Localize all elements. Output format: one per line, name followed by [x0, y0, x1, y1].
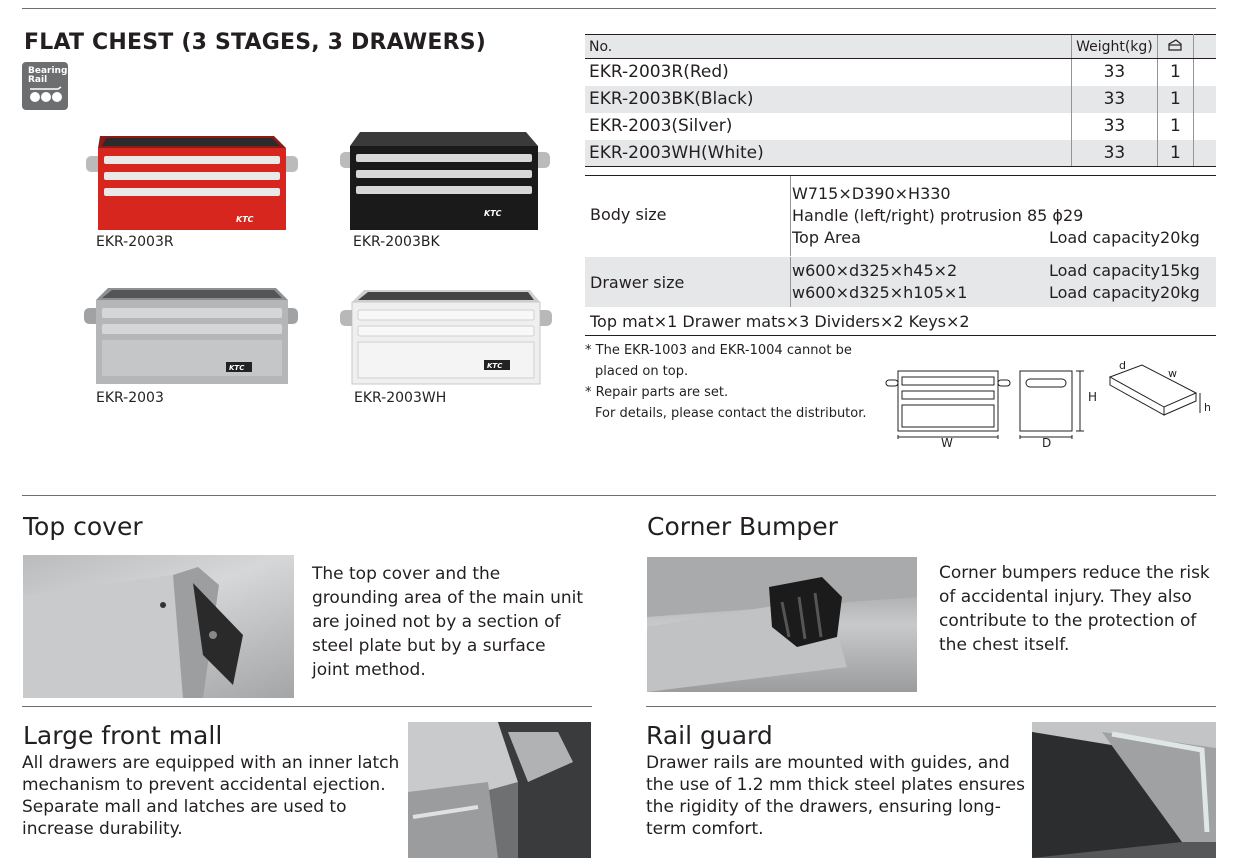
row-qty: 1 — [1156, 139, 1194, 167]
product-white: KTC — [340, 288, 552, 386]
section-rule-left — [22, 706, 592, 707]
bearing-rail-icon — [30, 86, 62, 102]
row-qty: 1 — [1156, 112, 1194, 140]
drawer-size-line2a: w600×d325×h105×1 — [792, 283, 968, 302]
section-rule — [22, 495, 1216, 496]
front-mall-photo — [408, 722, 591, 858]
qty-icon — [1168, 38, 1183, 51]
spec-table: No. Weight(kg) EKR-2003R(Red) 33 1 EKR-2… — [585, 34, 1216, 167]
product-red: KTC — [86, 128, 298, 236]
body-size-label: Body size — [590, 205, 667, 224]
row-weight: 33 — [1070, 58, 1158, 86]
drawer-size-row: Drawer size w600×d325×h45×2 Load capacit… — [585, 257, 1216, 307]
drawer-size-line1b: Load capacity15kg — [1049, 261, 1200, 280]
rail-guard-title: Rail guard — [646, 721, 773, 750]
note-line: * Repair parts are set. — [585, 385, 729, 400]
product-white-label: EKR-2003WH — [354, 390, 447, 406]
page-title: FLAT CHEST (3 STAGES, 3 DRAWERS) — [24, 30, 487, 55]
accessories-text: Top mat×1 Drawer mats×3 Dividers×2 Keys×… — [590, 312, 970, 331]
body-size-line3a: Top Area — [792, 228, 861, 247]
note-line: * The EKR-1003 and EKR-1004 cannot be — [585, 343, 852, 358]
dim-D-label: D — [1042, 436, 1051, 450]
chest-red-image: KTC — [86, 136, 298, 230]
dim-H-label: H — [1088, 390, 1097, 404]
body-size-line2: Handle (left/right) protrusion 85 ϕ29 — [792, 206, 1084, 225]
product-silver: KTC — [84, 286, 298, 386]
corner-bumper-photo — [647, 557, 917, 692]
drawer-size-line1a: w600×d325×h45×2 — [792, 261, 958, 280]
rail-guard-text: Drawer rails are mounted with guides, an… — [646, 753, 1025, 839]
body-size-line1: W715×D390×H330 — [792, 184, 951, 203]
corner-bumper-text: Corner bumpers reduce the risk of accide… — [939, 563, 1210, 655]
row-qty: 1 — [1156, 85, 1194, 113]
table-row: EKR-2003R(Red) 33 1 — [585, 58, 1216, 86]
row-weight: 33 — [1070, 112, 1158, 140]
chest-white-image: KTC — [340, 290, 552, 385]
top-cover-text: The top cover and the grounding area of … — [312, 564, 584, 680]
svg-text:KTC: KTC — [487, 362, 503, 370]
row-no: EKR-2003WH(White) — [585, 139, 1072, 167]
badge-line2: Rail — [28, 75, 48, 85]
dim-d-label: d — [1119, 359, 1126, 372]
front-view-diagram — [885, 370, 1011, 439]
top-cover-photo — [23, 555, 294, 698]
badge-line1: Bearing — [28, 66, 68, 76]
front-mall-text: All drawers are equipped with an inner l… — [22, 753, 400, 839]
top-rule — [22, 8, 1216, 9]
dim-W-label: W — [941, 436, 953, 450]
body-size-row: Body size W715×D390×H330 Handle (left/ri… — [585, 175, 1216, 256]
dim-w-label: w — [1168, 367, 1177, 380]
header-qty — [1156, 34, 1194, 59]
row-no: EKR-2003R(Red) — [589, 62, 729, 83]
svg-text:KTC: KTC — [229, 364, 245, 372]
dimension-diagram: W D H d w h — [885, 359, 1211, 450]
table-row: EKR-2003BK(Black) 33 1 — [585, 85, 1216, 113]
drawer-size-label: Drawer size — [590, 273, 685, 292]
row-no: EKR-2003BK(Black) — [585, 85, 1072, 113]
header-no: No. — [585, 34, 1072, 59]
notes: * The EKR-1003 and EKR-1004 cannot be pl… — [585, 340, 867, 424]
table-row: EKR-2003WH(White) 33 1 — [585, 139, 1216, 167]
dim-h-label: h — [1204, 401, 1211, 414]
product-silver-label: EKR-2003 — [96, 390, 164, 406]
note-line: placed on top. — [595, 364, 689, 379]
row-weight: 33 — [1070, 139, 1158, 167]
row-no: EKR-2003(Silver) — [589, 116, 733, 136]
body-size-line3b: Load capacity20kg — [1049, 228, 1200, 247]
drawer-diagram — [1108, 364, 1201, 416]
section-rule-right — [646, 706, 1216, 707]
accessories-rule — [585, 335, 1216, 336]
svg-text:KTC: KTC — [236, 215, 254, 224]
row-qty: 1 — [1156, 58, 1194, 86]
chest-silver-image: KTC — [84, 288, 298, 384]
top-cover-title: Top cover — [23, 512, 143, 541]
side-view-diagram — [1019, 370, 1084, 439]
product-red-label: EKR-2003R — [96, 234, 174, 250]
bearing-rail-badge: Bearing Rail — [22, 62, 68, 110]
note-line: For details, please contact the distribu… — [595, 406, 867, 421]
row-weight: 33 — [1070, 85, 1158, 113]
header-blank — [1193, 34, 1216, 59]
header-weight: Weight(kg) — [1070, 34, 1158, 59]
drawer-size-line2b: Load capacity20kg — [1049, 283, 1200, 302]
front-mall-title: Large front mall — [23, 721, 223, 750]
svg-text:KTC: KTC — [484, 209, 502, 218]
corner-bumper-title: Corner Bumper — [647, 512, 838, 541]
product-black-label: EKR-2003BK — [353, 234, 440, 250]
rail-guard-photo — [1032, 722, 1216, 858]
table-row: EKR-2003(Silver) 33 1 — [585, 112, 1216, 140]
spec-table-header: No. Weight(kg) — [585, 34, 1216, 59]
chest-black-image: KTC — [340, 132, 550, 230]
product-black: KTC — [340, 128, 552, 232]
